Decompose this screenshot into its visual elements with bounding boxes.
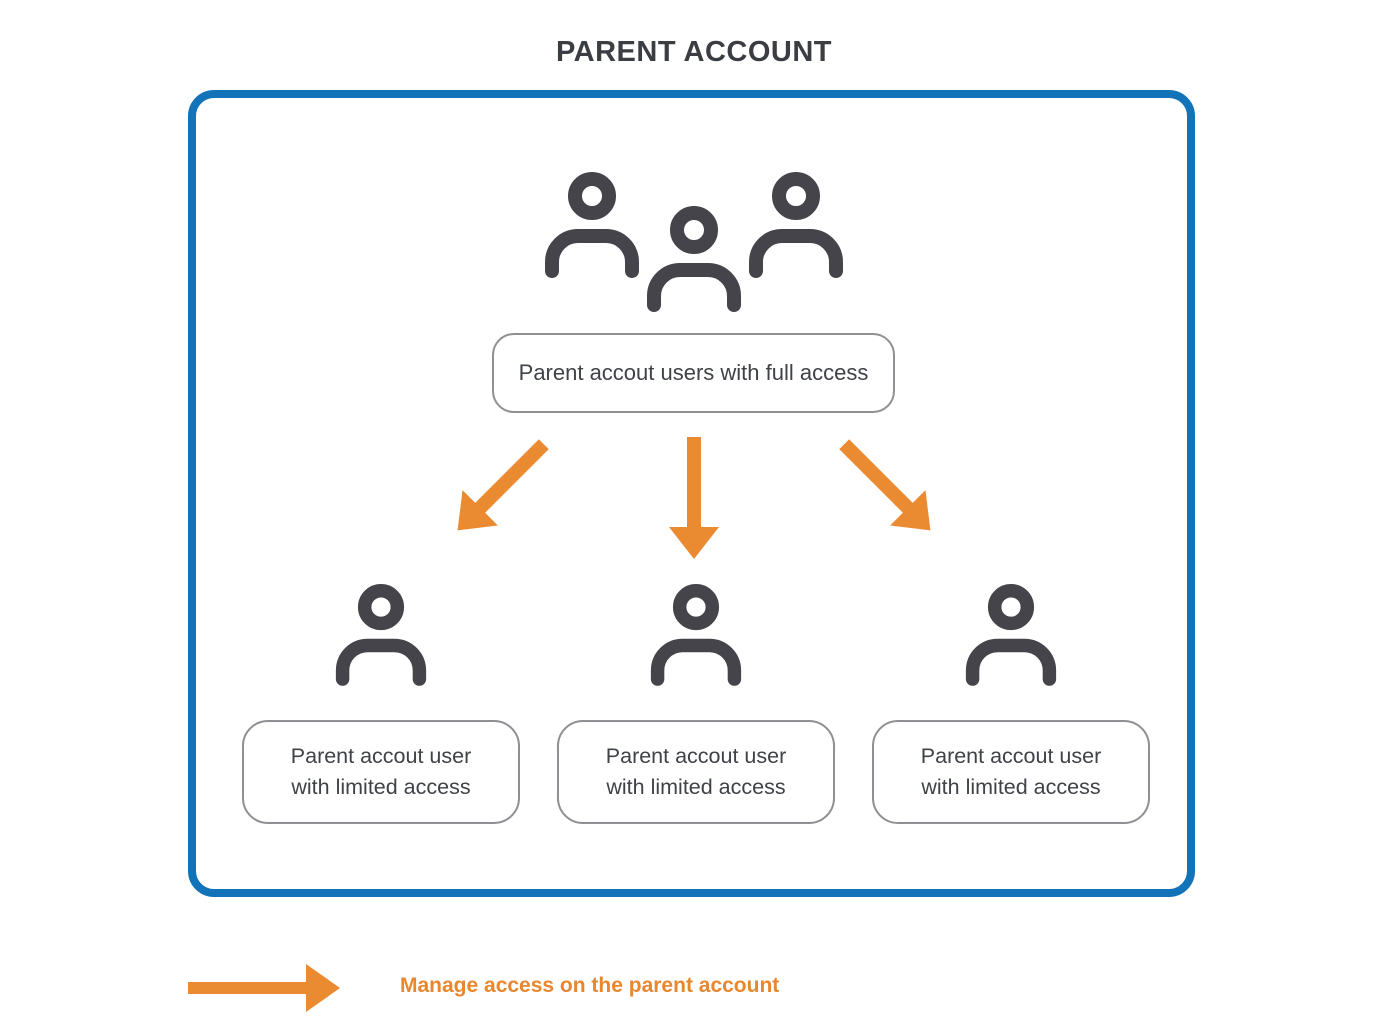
full-access-node: Parent accout users with full access (492, 333, 895, 413)
limited-access-node: Parent accout user with limited access (872, 720, 1150, 824)
limited-access-label-line2: with limited access (291, 775, 471, 799)
group-users-icon (524, 162, 864, 322)
single-user-icon (965, 584, 1057, 686)
limited-access-label-line2: with limited access (606, 775, 786, 799)
limited-access-node: Parent accout user with limited access (557, 720, 835, 824)
right-arrow-icon (188, 964, 340, 1012)
single-user-icon (650, 584, 742, 686)
page-title: PARENT ACCOUNT (555, 36, 833, 68)
single-user-icon (335, 584, 427, 686)
limited-access-label-line1: Parent accout user (605, 744, 787, 768)
limited-access-label-line1: Parent accout user (920, 744, 1102, 768)
legend-label: Manage access on the parent account (400, 974, 780, 997)
full-access-label: Parent accout users with full access (518, 360, 869, 385)
down-left-arrow-icon (457, 439, 549, 531)
limited-access-label-line2: with limited access (921, 775, 1101, 799)
limited-access-node: Parent accout user with limited access (242, 720, 520, 824)
down-right-arrow-icon (839, 439, 931, 531)
limited-access-label-line1: Parent accout user (290, 744, 472, 768)
down-arrow-icon (669, 437, 719, 559)
